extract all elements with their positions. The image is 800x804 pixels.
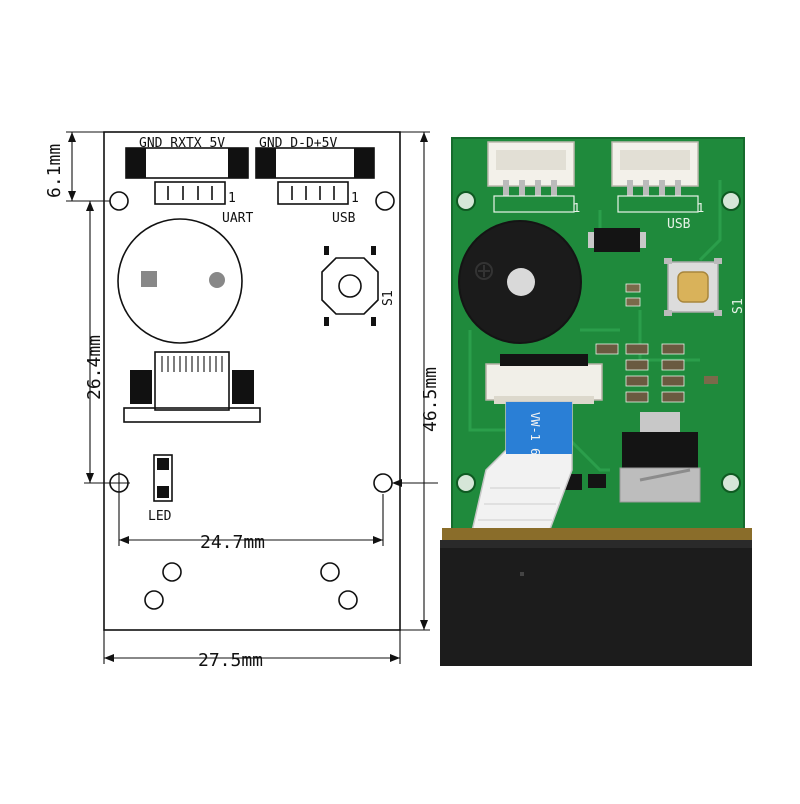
photo-ribbon-cable: [469, 401, 573, 541]
buzzer-square-pad: [141, 271, 157, 287]
usb-connector-tab-left: [256, 148, 276, 178]
dimension-label-24-7mm: 24.7mm: [200, 532, 265, 553]
dimension-drawing: GND RXTX 5V GND D-D+5V 1 1 UART USB: [44, 131, 441, 671]
mounting-hole-top-left: [109, 191, 129, 211]
photo-buzzer: [458, 220, 582, 344]
dimension-46-5mm: [400, 131, 430, 631]
dimension-27-5mm: [103, 630, 401, 664]
photo-hole-bottom-right: [721, 473, 741, 493]
dimension-26-4mm: [84, 201, 110, 484]
usb-label: USB: [332, 211, 356, 226]
photo-diode-chip: [594, 228, 640, 252]
photo-pin1-right: 1: [697, 201, 704, 215]
uart-pin-labels: GND RXTX 5V: [139, 136, 225, 151]
uart-pin1-marker: 1: [228, 191, 236, 206]
dimension-label-46-5mm: 46.5mm: [420, 367, 441, 432]
usb-pin1-marker: 1: [351, 191, 359, 206]
photo-passive-components: [595, 283, 718, 403]
photo-hole-top-left: [456, 191, 476, 211]
photo-ffc-connector: [485, 354, 603, 404]
mounting-hole-top-right: [375, 191, 395, 211]
ffc-connector-footprint: [123, 351, 261, 423]
small-hole-2: [144, 590, 164, 610]
uart-connector-tab-right: [228, 148, 248, 178]
switch-s1-footprint: [321, 246, 379, 326]
photo-pin1-left: 1: [573, 201, 580, 215]
dimension-label-6-1mm: 6.1mm: [44, 144, 65, 198]
usb-pin-footprint: [277, 181, 349, 205]
small-hole-1: [162, 562, 182, 582]
photo-hole-bottom-left: [456, 473, 476, 493]
photo-usb-silk: USB: [667, 217, 691, 232]
photo-tact-switch: [664, 258, 722, 316]
photo-usb-connector: [611, 141, 699, 196]
photo-black-housing: [440, 540, 752, 666]
dimension-6-1mm: [66, 131, 110, 202]
photo-hole-top-right: [721, 191, 741, 211]
usb-pin-labels: GND D-D+5V: [259, 136, 337, 151]
led-footprint: [153, 454, 173, 502]
switch-label: S1: [381, 290, 396, 306]
photo-ribbon-text: VW-1 60V: [528, 412, 542, 470]
photo-switch-silk: S1: [731, 298, 746, 314]
dimension-label-27-5mm: 27.5mm: [198, 650, 263, 671]
small-hole-3: [320, 562, 340, 582]
uart-label: UART: [222, 211, 253, 226]
uart-connector-tab-left: [126, 148, 146, 178]
photo-voltage-regulator: [619, 412, 701, 503]
module-photo: 1 1 USB S1: [440, 137, 752, 666]
photo-uart-connector: [487, 141, 575, 196]
dimension-24-7mm: [118, 494, 384, 546]
photo-housing-rim: [442, 528, 752, 542]
usb-connector-tab-right: [354, 148, 374, 178]
photo-transistor-2: [588, 474, 606, 488]
buzzer-round-pad: [209, 272, 225, 288]
small-hole-4: [338, 590, 358, 610]
board-outline: [103, 131, 401, 631]
dimension-label-26-4mm: 26.4mm: [84, 335, 105, 400]
led-label: LED: [148, 509, 172, 524]
buzzer-outline: [117, 218, 243, 344]
mounting-hole-bottom-right: [373, 473, 393, 493]
uart-pin-footprint: [154, 181, 226, 205]
